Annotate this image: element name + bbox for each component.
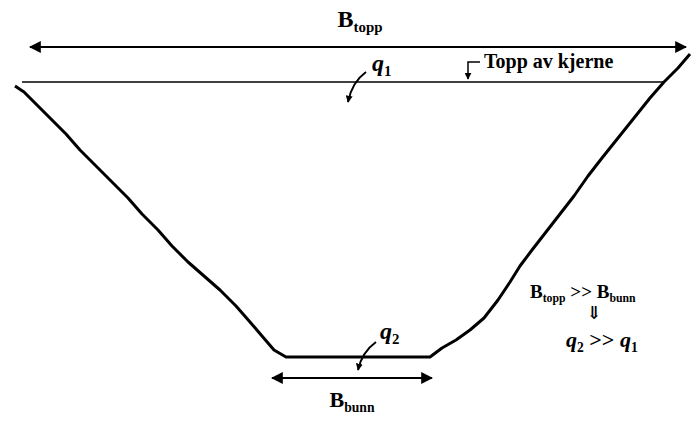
annotation-label: q1 [372, 50, 391, 80]
annotation-label: Bbunn [330, 388, 375, 415]
annotation-label: Btopp [338, 6, 383, 36]
leader-line [468, 62, 480, 79]
flow-arrow [358, 342, 376, 370]
annotation-label: Topp av kjerne [484, 50, 613, 72]
annotation-label: q2 >> q1 [566, 328, 638, 355]
annotation-label: ⇓ [586, 304, 601, 324]
core-top-line [22, 81, 664, 83]
width-arrow [272, 377, 432, 379]
width-arrow [30, 46, 686, 48]
annotation-label: Btopp >> Bbunn [530, 282, 636, 306]
valley-profile [15, 54, 690, 357]
annotation-label: q2 [380, 318, 399, 348]
flow-arrow [348, 72, 366, 102]
